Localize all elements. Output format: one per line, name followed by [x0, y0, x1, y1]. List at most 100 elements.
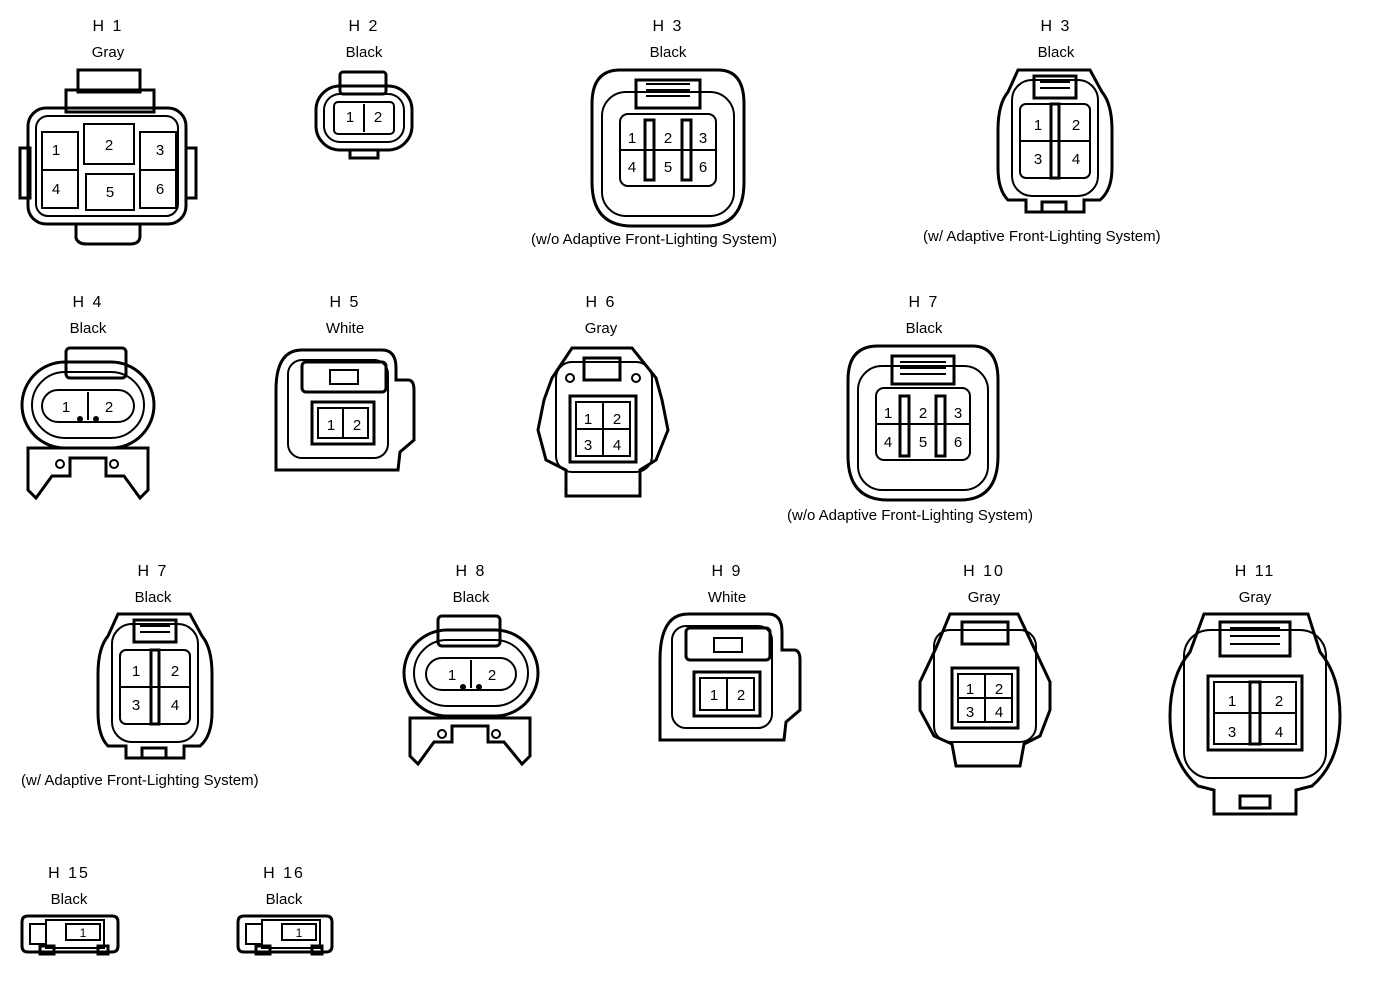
- connector-id: H 2: [348, 18, 380, 35]
- h1-pin-4: 4: [52, 181, 60, 198]
- h8-pin-1: 1: [448, 667, 456, 684]
- connector-id: H 10: [963, 563, 1005, 580]
- connector-color: Gray: [967, 589, 1001, 606]
- h2-pin-1: 1: [346, 109, 354, 126]
- connector-h8-label: H 8 Black: [421, 563, 521, 607]
- connector-h15-label: H 15 Black: [19, 865, 119, 909]
- h11-pin-4: 4: [1275, 724, 1283, 741]
- h3a-pin-3: 3: [699, 130, 707, 147]
- connector-h9-drawing: 1 2: [658, 612, 802, 742]
- h2-pin-2: 2: [374, 109, 382, 126]
- connector-id: H 8: [455, 563, 487, 580]
- connector-h7-wo-afs-label: H 7 Black: [874, 294, 974, 338]
- connector-h4-label: H 4 Black: [38, 294, 138, 338]
- connector-color: Black: [69, 320, 107, 337]
- connector-h2-drawing: 1 2: [314, 70, 414, 160]
- h7a-pin-5: 5: [919, 434, 927, 451]
- h11-pin-2: 2: [1275, 693, 1283, 710]
- connector-id: H 3: [1040, 18, 1072, 35]
- h3b-pin-2: 2: [1072, 117, 1080, 134]
- h3b-pin-4: 4: [1072, 151, 1080, 168]
- connector-color: Black: [345, 44, 383, 61]
- h1-pin-1: 1: [52, 142, 60, 159]
- connector-color: White: [707, 589, 747, 606]
- h10-pin-1: 1: [966, 681, 974, 698]
- connector-h16-label: H 16 Black: [234, 865, 334, 909]
- h3a-pin-4: 4: [628, 159, 636, 176]
- h7b-pin-4: 4: [171, 697, 179, 714]
- h8-pin-2: 2: [488, 667, 496, 684]
- connector-h2-label: H 2 Black: [314, 18, 414, 62]
- connector-h7-w-afs-label: H 7 Black: [103, 563, 203, 607]
- connector-h3-w-afs-label: H 3 Black: [1006, 18, 1106, 62]
- connector-id: H 11: [1234, 563, 1276, 580]
- h16-pin-1: 1: [296, 926, 303, 940]
- connector-color: Gray: [91, 44, 125, 61]
- h3b-pin-3: 3: [1034, 151, 1042, 168]
- h7b-pin-1: 1: [132, 663, 140, 680]
- connector-h3-wo-afs-label: H 3 Black: [618, 18, 718, 62]
- connector-color: Black: [649, 44, 687, 61]
- connector-h6-drawing: 1 2 3 4: [536, 346, 670, 498]
- connector-h10-drawing: 1 2 3 4: [918, 612, 1052, 768]
- h3a-pin-5: 5: [664, 159, 672, 176]
- connector-h16-drawing: 1: [236, 914, 334, 956]
- h1-pin-2: 2: [105, 137, 113, 154]
- connector-id: H 7: [908, 294, 940, 311]
- h7a-pin-6: 6: [954, 434, 962, 451]
- h1-pin-5: 5: [106, 184, 114, 201]
- connector-id: H 7: [137, 563, 169, 580]
- connector-h3-wo-afs-note: (w/o Adaptive Front-Lighting System): [531, 231, 777, 248]
- h6-pin-1: 1: [584, 411, 592, 428]
- connector-h7-w-afs-note: (w/ Adaptive Front-Lighting System): [21, 772, 259, 789]
- h9-pin-1: 1: [710, 687, 718, 704]
- connector-id: H 15: [48, 865, 90, 882]
- connector-h6-label: H 6 Gray: [551, 294, 651, 338]
- connector-color: White: [325, 320, 365, 337]
- connector-h7-wo-afs-note: (w/o Adaptive Front-Lighting System): [787, 507, 1033, 524]
- h6-pin-2: 2: [613, 411, 621, 428]
- h1-pin-3: 3: [156, 142, 164, 159]
- h7a-pin-3: 3: [954, 405, 962, 422]
- connector-h9-label: H 9 White: [677, 563, 777, 607]
- h6-pin-3: 3: [584, 437, 592, 454]
- connector-id: H 5: [329, 294, 361, 311]
- connector-h3-w-afs-note: (w/ Adaptive Front-Lighting System): [923, 228, 1161, 245]
- h10-pin-2: 2: [995, 681, 1003, 698]
- h7b-pin-2: 2: [171, 663, 179, 680]
- connector-h5-label: H 5 White: [295, 294, 395, 338]
- h5-pin-1: 1: [327, 417, 335, 434]
- connector-h7-wo-afs-drawing: 1 2 3 4 5 6: [846, 344, 1000, 502]
- h7a-pin-4: 4: [884, 434, 892, 451]
- h7a-pin-1: 1: [884, 405, 892, 422]
- h5-pin-2: 2: [353, 417, 361, 434]
- connector-color: Black: [265, 891, 303, 908]
- h11-pin-1: 1: [1228, 693, 1236, 710]
- h10-pin-4: 4: [995, 704, 1003, 721]
- h9-pin-2: 2: [737, 687, 745, 704]
- connector-h3-wo-afs-drawing: 1 2 3 4 5 6: [590, 68, 746, 228]
- connector-id: H 3: [652, 18, 684, 35]
- connector-color: Gray: [1238, 589, 1272, 606]
- connector-id: H 6: [585, 294, 617, 311]
- connector-id: H 9: [711, 563, 743, 580]
- connector-color: Black: [50, 891, 88, 908]
- h3b-pin-1: 1: [1034, 117, 1042, 134]
- connector-color: Gray: [584, 320, 618, 337]
- connector-color: Black: [452, 589, 490, 606]
- h6-pin-4: 4: [613, 437, 621, 454]
- connector-h11-drawing: 1 2 3 4: [1168, 612, 1342, 816]
- connector-color: Black: [905, 320, 943, 337]
- connector-id: H 16: [263, 865, 305, 882]
- connector-id: H 4: [72, 294, 104, 311]
- connector-id: H 1: [92, 18, 124, 35]
- connector-h10-label: H 10 Gray: [934, 563, 1034, 607]
- h3a-pin-6: 6: [699, 159, 707, 176]
- h1-pin-6: 6: [156, 181, 164, 198]
- connector-color: Black: [1037, 44, 1075, 61]
- h11-pin-3: 3: [1228, 724, 1236, 741]
- h3a-pin-1: 1: [628, 130, 636, 147]
- h4-pin-1: 1: [62, 399, 70, 416]
- connector-h8-drawing: 1 2: [402, 614, 540, 767]
